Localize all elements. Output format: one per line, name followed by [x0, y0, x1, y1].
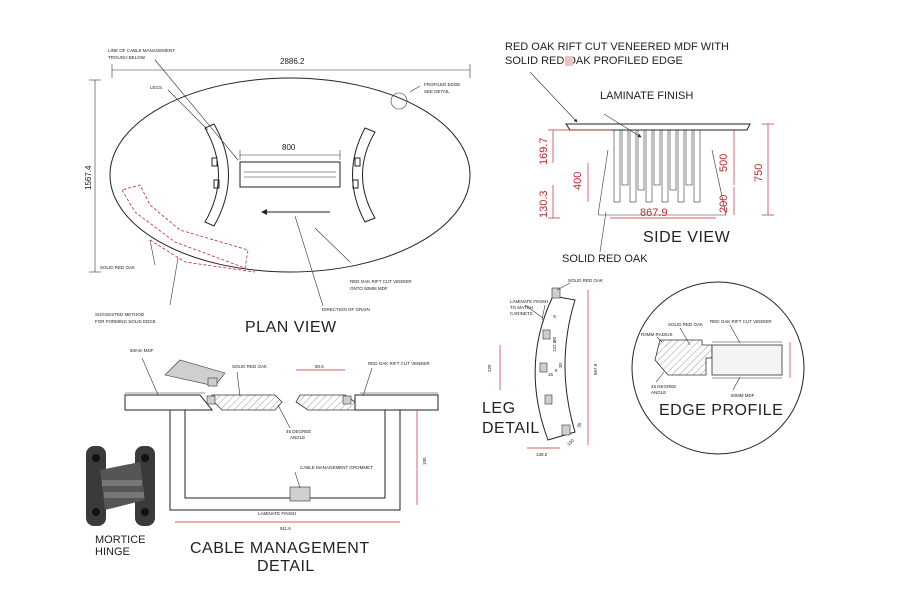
leg-dim-100: 100 — [566, 438, 575, 447]
right-mdf-slab — [354, 394, 439, 411]
edge-profile-title: EDGE PROFILE — [659, 402, 783, 419]
grain-label: DIRECTION OF GRAIN — [322, 307, 370, 312]
leg-detail: SOLID RED OAK LAMINATE FINISH TO MATCH C… — [482, 278, 603, 457]
right-leg-outline — [352, 127, 376, 223]
leg-dim-8: 8 — [552, 314, 557, 318]
cable-height-dim: 100 — [422, 457, 427, 465]
edge-angle-label-1: 45 DEGREE — [651, 384, 676, 389]
hinge-label-1: MORTICE — [95, 534, 146, 546]
cable-line-label-1: LINE OF CABLE MANAGEMENT — [108, 48, 175, 53]
leg-dim-220: 220 — [487, 364, 492, 372]
dim-130: 130.3 — [538, 190, 550, 218]
plan-view-title: PLAN VIEW — [245, 319, 337, 336]
side-solid-oak-label: SOLID RED OAK — [562, 253, 648, 265]
grommet-label: CABLE MANAGEMENT GROMMET — [300, 465, 373, 470]
dim-750: 750 — [753, 164, 765, 182]
legs-label: LEGS — [150, 85, 162, 90]
cable-trough — [239, 161, 341, 188]
plan-view: 2886.2 1567.4 800 LINE OF — [84, 48, 471, 336]
leg-slats — [613, 129, 701, 203]
side-heading-1: RED OAK RIFT CUT VENEERED MDF WITH — [505, 41, 729, 53]
edge-solid-oak-label: SOLID RED OAK — [668, 322, 703, 327]
veneer-label-2: ONTO 50MM MDF — [350, 286, 388, 291]
leg-dim-138: 138.2 — [536, 452, 548, 457]
leg-title-2: DETAIL — [482, 420, 540, 437]
leg-dim-15: 15 — [548, 372, 554, 377]
hinge-label-2: HINGE — [95, 546, 130, 558]
edge-angle-label-2: ANGLE — [651, 390, 666, 395]
edge-mdf-label: 50MM MDF — [731, 393, 755, 398]
cable-detail: 80.6 50mm MDF SOLID RED OAK RED OAK RIFT… — [124, 348, 439, 575]
leg-detail-outline — [534, 295, 576, 441]
dim-867: 867.9 — [640, 207, 668, 219]
cable-mdf-label: 50mm MDF — [130, 348, 154, 353]
trough-body — [169, 410, 401, 511]
cable-oak-label: SOLID RED OAK — [232, 364, 267, 369]
leg-dim-35: 35 — [576, 422, 582, 429]
laminate-label: LAMINATE FINISH — [600, 90, 693, 102]
trough-dimension: 800 — [282, 143, 296, 152]
dim-400: 400 — [572, 172, 584, 190]
profiled-edge-label-2: SEE DETAIL — [424, 89, 450, 94]
cable-line-label-2: TROUGH BELOW — [108, 55, 146, 60]
leg-laminate-3: CARINETS — [510, 311, 533, 316]
profiled-edge-marker — [390, 92, 408, 110]
dim-200: 200 — [718, 195, 730, 213]
solid-oak-edge-section — [121, 184, 249, 269]
profiled-edge-label-1: FROFILED EDGE — [424, 82, 460, 87]
leg-solid-oak-label: SOLID RED OAK — [568, 278, 603, 283]
leg-laminate-1: LAMINATE FINISH — [510, 299, 548, 304]
color-swatch — [565, 56, 573, 66]
leg-title-1: LEG — [482, 400, 516, 417]
side-view: RED OAK RIFT CUT VENEERED MDF WITH SOLID… — [505, 41, 774, 265]
edge-veneer-label: RED OAK RIFT CUT VENEER — [710, 319, 772, 324]
cable-gap-dim: 80.6 — [315, 364, 324, 369]
left-leg-outline — [204, 123, 229, 227]
cable-title-2: DETAIL — [257, 558, 315, 575]
table-top-outline — [109, 77, 471, 273]
edge-profile: SOLID RED OAK RED OAK RIFT CUT VENEER R4… — [631, 281, 805, 455]
side-view-title: SIDE VIEW — [643, 229, 731, 246]
dim-169: 169.7 — [538, 137, 550, 165]
leg-dim-122: 122.5 — [552, 340, 557, 352]
cable-angle-label-1: 45 DEGREE — [286, 429, 311, 434]
cable-grommet — [289, 486, 311, 502]
left-solid-oak — [211, 394, 283, 411]
cable-veneer-label: RED OAK RIFT CUT VENEER — [368, 361, 430, 366]
leg-laminate-2: TO MATCH — [510, 305, 533, 310]
cable-width-dim: 911.6 — [280, 526, 291, 531]
mortice-hinge: MORTICE HINGE — [86, 446, 155, 558]
leg-dim-30b: 30 — [552, 336, 557, 342]
edge-profile-circle — [631, 281, 805, 455]
length-dimension: 2886.2 — [280, 57, 305, 66]
veneer-label-1: RED OAK RIFT CUT VENEER — [350, 279, 412, 284]
dim-500: 500 — [718, 154, 730, 172]
leg-dim-867: 867.9 — [593, 363, 598, 375]
method-label-1: SUGGESTED METHOD — [95, 312, 145, 317]
side-heading-2: SOLID RED OAK PROFILED EDGE — [505, 55, 683, 67]
leg-dim-6: 6 — [555, 368, 558, 373]
hinge-left-barrel — [86, 446, 106, 526]
table-top-side — [565, 123, 751, 131]
edge-radius-label: R4MM RADIUS — [641, 332, 673, 337]
method-label-2: FOR FORMING SOLID EDGE — [95, 319, 156, 324]
cable-title-1: CABLE MANAGEMENT — [190, 540, 370, 557]
left-mdf-slab — [124, 394, 214, 411]
mdf-section — [711, 344, 783, 376]
width-dimension: 1567.4 — [84, 165, 93, 190]
cable-laminate-label: LAMINATE FINISH — [258, 511, 296, 516]
solid-red-oak-label: SOLID RED OAK — [100, 265, 135, 270]
cable-angle-label-2: ANGLE — [290, 435, 305, 440]
solid-oak-section — [654, 339, 713, 376]
leg-dim-30: 30 — [558, 362, 563, 368]
